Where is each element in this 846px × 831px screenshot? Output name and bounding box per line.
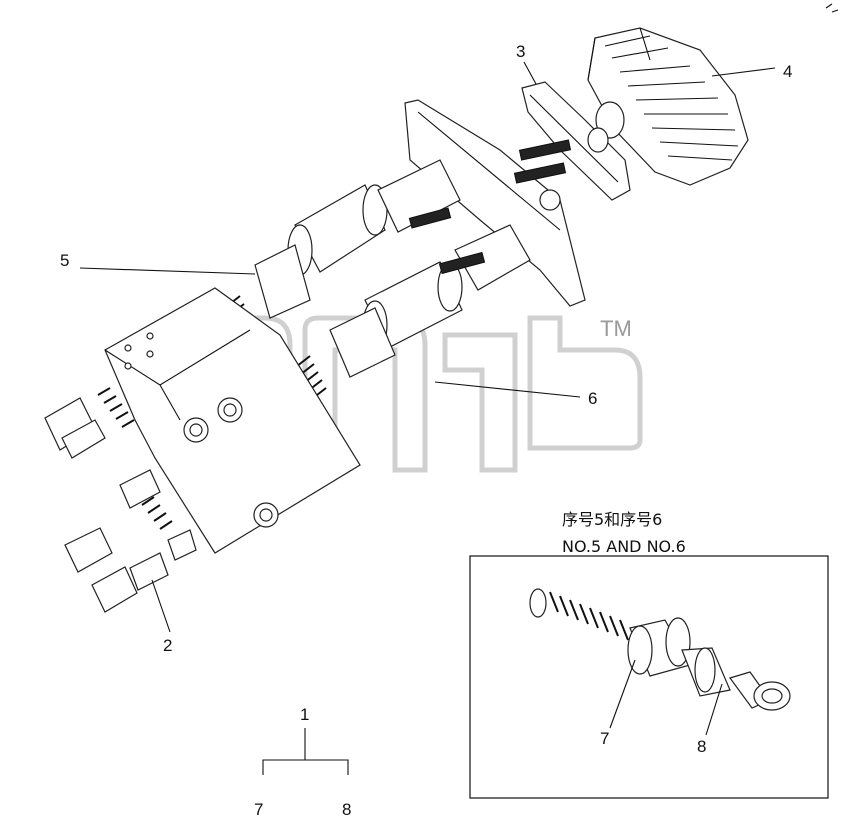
callout-3: 3 — [516, 42, 537, 85]
inset-detail: 序号5和序号6 NO.5 AND NO.6 7 8 — [469, 510, 829, 799]
tree-root-label: 1 — [300, 705, 309, 724]
fitting-middle-left — [64, 469, 161, 573]
spring-lower — [141, 496, 173, 530]
callout-4-label: 4 — [783, 62, 792, 81]
fitting-lower-left — [91, 529, 197, 613]
cover-part-4 — [587, 27, 749, 186]
callout-6: 6 — [434, 381, 597, 408]
watermark-tm: TM — [600, 316, 632, 341]
upper-cartridge — [254, 159, 461, 319]
callout-4: 4 — [711, 62, 792, 81]
callout-3-label: 3 — [516, 42, 525, 61]
part-hierarchy-tree: 1 7 8 — [254, 705, 351, 819]
inset-caption-cn: 序号5和序号6 — [562, 510, 662, 529]
inset-callout-8: 8 — [697, 737, 706, 756]
callout-2-label: 2 — [163, 636, 172, 655]
spring-left — [97, 387, 135, 428]
inset-caption-en: NO.5 AND NO.6 — [562, 537, 686, 556]
lower-cartridge — [329, 224, 531, 378]
tree-child-8-label: 8 — [342, 800, 351, 819]
callout-6-label: 6 — [588, 389, 597, 408]
callout-2: 2 — [151, 579, 172, 655]
upper-frame — [404, 99, 586, 307]
inset-frame — [469, 555, 829, 799]
inset-spool-drawing — [529, 588, 791, 711]
tree-child-7-label: 7 — [254, 800, 263, 819]
plate-part-3 — [521, 81, 631, 201]
callout-5: 5 — [60, 251, 256, 275]
valve-body — [104, 287, 361, 554]
inset-callout-7: 7 — [600, 729, 609, 748]
fitting-upper-left — [44, 397, 106, 459]
corner-mark — [825, 3, 839, 13]
spring-middle — [291, 355, 327, 403]
callout-5-label: 5 — [60, 251, 69, 270]
